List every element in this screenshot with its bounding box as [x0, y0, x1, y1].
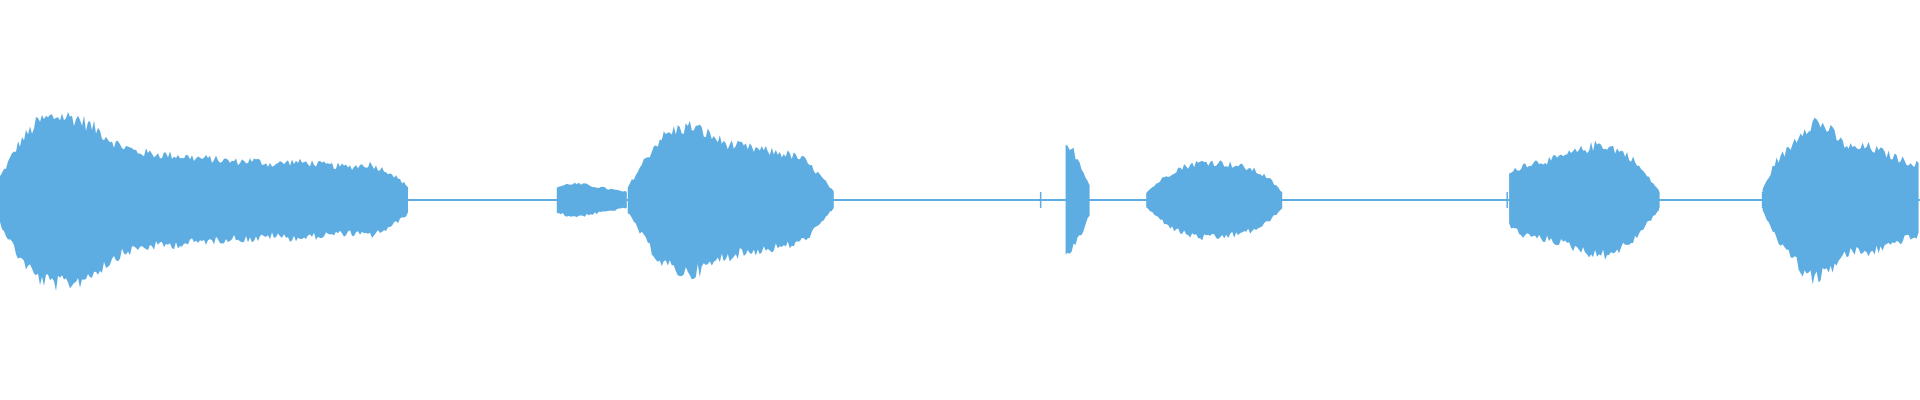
- waveform-segments: [0, 112, 1919, 291]
- waveform-segment-1: [0, 112, 408, 291]
- waveform-segment-4: [1065, 144, 1090, 255]
- waveform-segment-7: [1762, 117, 1919, 285]
- waveform-segment-2: [556, 182, 627, 218]
- waveform-segment-3: [627, 120, 834, 280]
- waveform-spikes: [1039, 192, 1764, 208]
- waveform-segment-5: [1146, 160, 1283, 241]
- waveform-segment-6: [1509, 140, 1660, 260]
